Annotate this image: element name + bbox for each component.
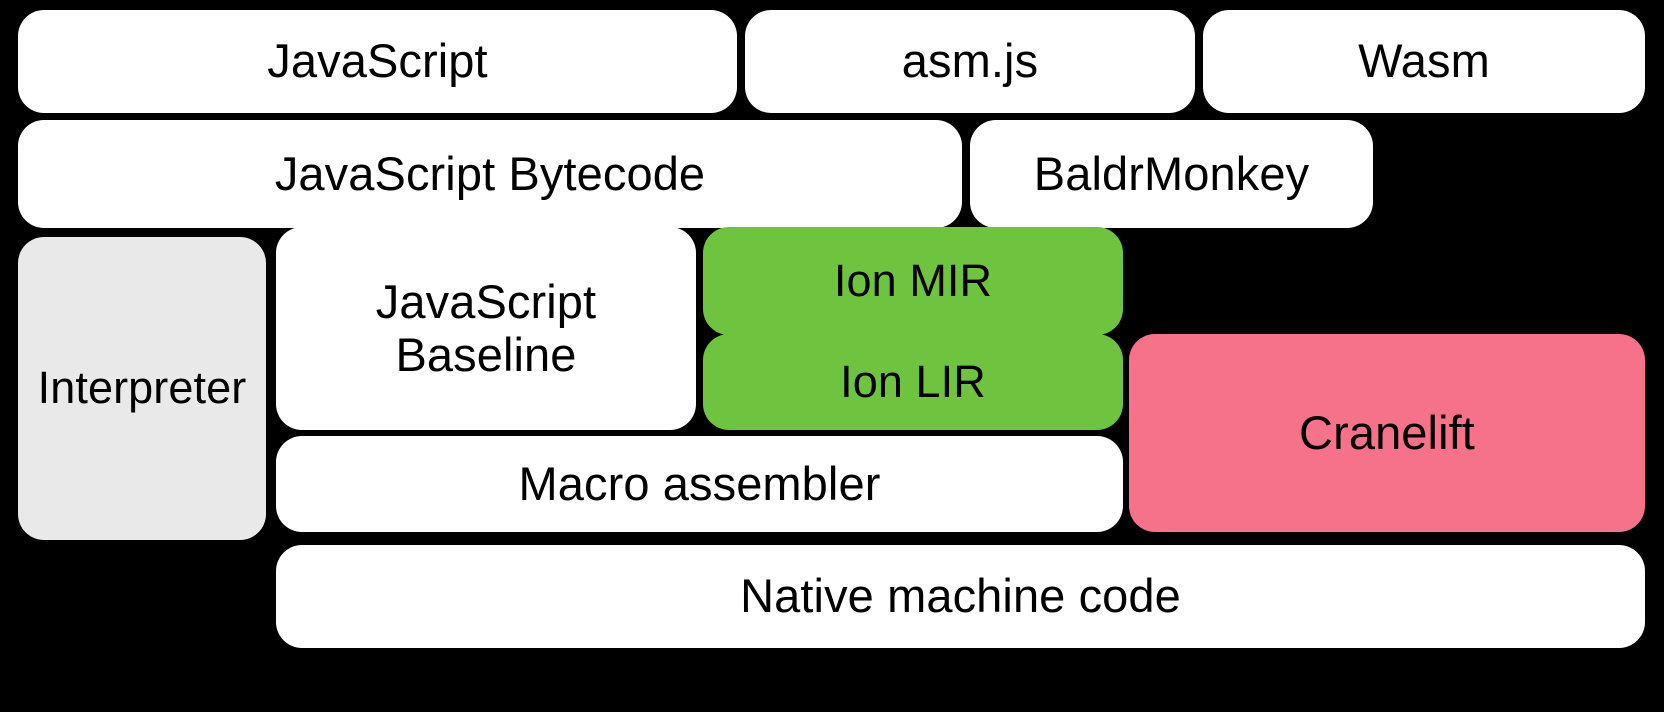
node-native-machine-code[interactable]: Native machine code [276, 545, 1645, 648]
node-macro-assembler[interactable]: Macro assembler [276, 436, 1123, 532]
node-baldrmonkey[interactable]: BaldrMonkey [970, 120, 1373, 228]
node-cranelift[interactable]: Cranelift [1129, 334, 1645, 532]
node-javascript-bytecode[interactable]: JavaScript Bytecode [18, 120, 962, 228]
node-javascript[interactable]: JavaScript [18, 10, 737, 113]
node-interpreter[interactable]: Interpreter [18, 237, 266, 540]
node-ion-lir[interactable]: Ion LIR [703, 334, 1123, 430]
node-wasm[interactable]: Wasm [1203, 10, 1645, 113]
node-ion-mir[interactable]: Ion MIR [703, 227, 1123, 335]
node-javascript-baseline[interactable]: JavaScript Baseline [276, 227, 696, 430]
node-asm-js[interactable]: asm.js [745, 10, 1195, 113]
